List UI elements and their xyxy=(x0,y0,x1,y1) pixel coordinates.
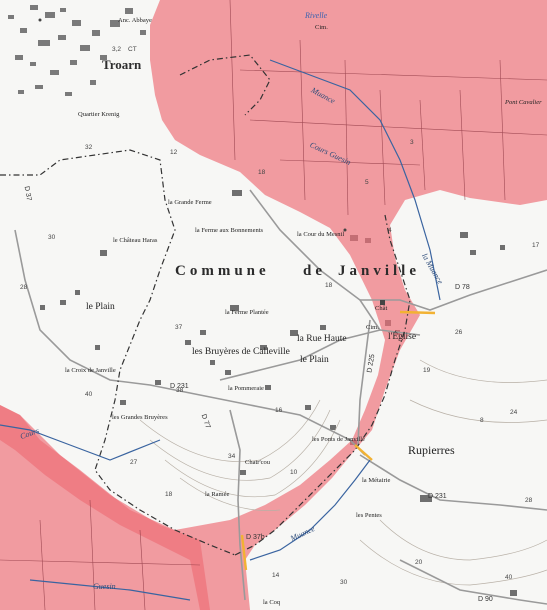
spot-height: 14 xyxy=(272,572,280,579)
place-label-rue-haute: la Rue Haute xyxy=(297,334,347,344)
road-d225 xyxy=(357,319,371,446)
place-label-ponts-janville: les Ponts de Janville xyxy=(312,436,365,443)
road-d231 xyxy=(219,329,421,381)
spot-height: 3,2 xyxy=(112,46,122,53)
spot-height: 26 xyxy=(455,329,463,336)
road-d231-east xyxy=(359,454,547,511)
commune-boundary xyxy=(0,54,411,556)
spot-height: 18 xyxy=(165,491,173,498)
place-label-pont-cavalier: Pont Cavalier xyxy=(505,99,542,106)
place-label-ferme-plantee: la Ferme Plantée xyxy=(225,309,269,316)
place-label-le-plain-center: le Plain xyxy=(300,355,329,365)
map-symbols xyxy=(38,18,385,305)
place-label-chateau-haras: le Château Haras xyxy=(113,237,158,244)
spot-height: 24 xyxy=(510,409,518,416)
place-label-chatrecou: Chatr'cou xyxy=(245,459,270,466)
highlighted-segments xyxy=(240,310,436,571)
spot-height: 37 xyxy=(175,324,183,331)
spot-height: 16 xyxy=(275,407,283,414)
road-label-d231-east: D 231 xyxy=(428,493,447,500)
spot-height: 30 xyxy=(340,579,348,586)
place-label-bruyeres-calleville: les Bruyères de Calleville xyxy=(192,347,290,357)
spot-height: 4 xyxy=(388,227,392,234)
place-label-troarn: Troarn xyxy=(102,57,142,72)
place-label-quartier-krenig: Quartier Krenig xyxy=(78,111,120,118)
road-central xyxy=(249,189,381,331)
spot-height: 28 xyxy=(20,284,28,291)
spot-height: 18 xyxy=(325,282,333,289)
road-d90 xyxy=(399,559,547,605)
spot-height: 18 xyxy=(258,169,266,176)
roads xyxy=(14,189,547,605)
road-d77 xyxy=(229,409,246,601)
commune-label-commune: Commune xyxy=(175,263,270,279)
spot-height: 10 xyxy=(290,469,298,476)
spot-height: 32 xyxy=(85,144,93,151)
place-label-ramee: la Ramée xyxy=(205,491,230,498)
spot-height: 5 xyxy=(365,179,369,186)
troarn-urban-area xyxy=(8,5,146,96)
spot-height: 40 xyxy=(85,391,93,398)
road-label-d90: D 90 xyxy=(478,596,493,603)
road-d78 xyxy=(360,269,547,311)
road-label-d78: D 78 xyxy=(455,284,470,291)
place-label-pommeraie: la Pommeraie xyxy=(228,385,264,392)
place-label-grande-ferme: la Grande Ferme xyxy=(168,199,212,206)
spot-height: 12 xyxy=(170,149,178,156)
place-label-cim-e: Cim. xyxy=(366,324,379,331)
place-label-le-plain-west: le Plain xyxy=(86,302,115,312)
place-label-metairie: la Métairie xyxy=(362,477,391,484)
road-d37 xyxy=(14,229,366,456)
place-label-eglise: l'Église xyxy=(388,332,417,342)
place-label-chat: Chât xyxy=(375,305,388,312)
commune-label-janville: Janville xyxy=(338,263,421,279)
place-label-cour-mesnil: la Cour du Mesnil xyxy=(297,231,345,238)
spot-height: 19 xyxy=(423,367,431,374)
place-label-rupierres: Rupierres xyxy=(408,443,455,457)
commune-label-de: de xyxy=(303,263,326,279)
spot-height: 3 xyxy=(410,139,414,146)
spot-height: CT xyxy=(128,46,137,53)
spot-height: 8 xyxy=(480,417,484,424)
spot-height: 28 xyxy=(525,497,533,504)
place-label-la-coq: la Coq xyxy=(263,599,281,606)
place-label-ferme-bonnements: la Ferme aux Bonnements xyxy=(195,227,264,234)
spot-height: 17 xyxy=(532,242,540,249)
spot-height: 27 xyxy=(130,459,138,466)
spot-height: 30 xyxy=(48,234,56,241)
river-label-guesin-bottom: Guesin xyxy=(93,582,116,591)
contour-lines xyxy=(139,359,547,586)
flood-zone-southwest xyxy=(0,405,210,610)
rivers xyxy=(0,59,441,601)
road-label-d231: D 231 xyxy=(170,383,189,390)
spot-height: 20 xyxy=(415,559,423,566)
place-label-cim-top: Cim. xyxy=(315,24,328,31)
place-label-abbey: Anc. Abbaye xyxy=(118,17,152,24)
place-label-pentes: les Pentes xyxy=(356,512,382,519)
place-label-croix-janville: la Croix de Janville xyxy=(65,367,116,374)
road-label-d37b: D 37b xyxy=(246,534,265,541)
spot-height: 40 xyxy=(505,574,513,581)
spot-height: 38 xyxy=(176,387,184,394)
place-label-grandes-bruyeres: les Grandes Bruyères xyxy=(112,414,168,421)
spot-height: 34 xyxy=(228,453,236,460)
river-label-rivelle: Rivelle xyxy=(305,11,328,20)
